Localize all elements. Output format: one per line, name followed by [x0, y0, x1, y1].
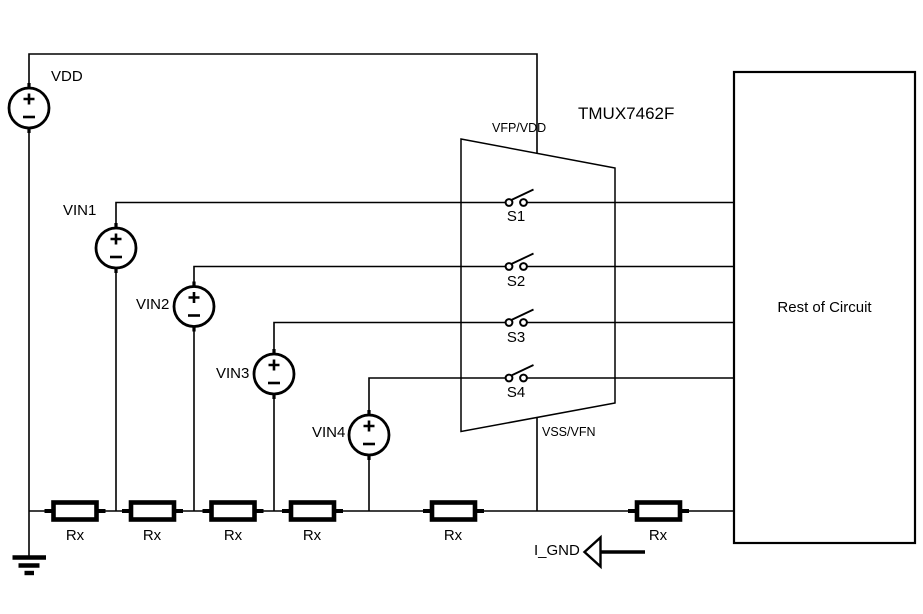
- resistor-4-label: Rx: [302, 527, 322, 544]
- switch-terminal: [519, 373, 528, 383]
- mux-bottom-pin-label: VSS/VFN: [542, 425, 596, 439]
- switch-terminal: [504, 198, 514, 207]
- source-circle: [172, 285, 216, 328]
- resistor-6-label: Rx: [648, 527, 668, 544]
- resistor-2-label: Rx: [142, 527, 162, 544]
- vin4-row-wire-left: [368, 377, 506, 415]
- vin3-row-wire-left: [273, 321, 506, 354]
- arrow-head-icon: [582, 534, 602, 570]
- resistor-body: [128, 500, 177, 522]
- resistor-1: [44, 500, 106, 522]
- vin2-label: VIN2: [136, 296, 170, 313]
- resistor-body: [209, 500, 257, 522]
- source-circle: [94, 226, 138, 270]
- source-circle: [347, 413, 391, 457]
- ground-symbol: [12, 555, 46, 576]
- vin1-row-wire-left: [115, 201, 506, 228]
- mux-switches: [504, 188, 534, 383]
- switch-terminal: [504, 318, 514, 327]
- switch-s4-label: S4: [506, 384, 526, 401]
- vin3-source: [252, 349, 296, 399]
- switch-s3: [504, 308, 534, 327]
- resistor-2: [122, 500, 183, 522]
- switch-terminal: [504, 262, 514, 271]
- plus-icon: [363, 420, 375, 432]
- source-circle: [7, 86, 51, 130]
- vin2-row-wire-left: [193, 265, 506, 287]
- vin1-source: [94, 223, 138, 273]
- switch-arm: [510, 364, 534, 377]
- switch-s1: [504, 188, 534, 207]
- switch-s2-label: S2: [506, 273, 526, 290]
- switch-s3-label: S3: [506, 329, 526, 346]
- resistor-1-label: Rx: [65, 527, 85, 544]
- resistor-body: [51, 500, 99, 522]
- load-box: [732, 70, 917, 545]
- switch-terminal: [519, 262, 528, 271]
- switch-terminal: [519, 198, 528, 207]
- mux-top-pin-label: VFP/VDD: [492, 121, 547, 135]
- vdd-label: VDD: [51, 68, 83, 85]
- switch-arm: [510, 308, 534, 321]
- switch-s4: [504, 364, 534, 383]
- vin3-label: VIN3: [216, 365, 250, 382]
- plus-icon: [188, 292, 200, 303]
- resistor-5: [423, 500, 484, 522]
- plus-icon: [23, 93, 35, 105]
- mux-part-number-label: TMUX7462F: [578, 104, 675, 123]
- resistor-body: [634, 500, 683, 522]
- vin1-label: VIN1: [63, 202, 97, 219]
- resistor-body: [288, 500, 337, 522]
- resistor-4: [282, 500, 343, 522]
- switch-s2: [504, 252, 534, 271]
- switch-arm: [510, 188, 534, 201]
- mux-body: [460, 138, 616, 433]
- ground-current-arrow: [582, 534, 645, 570]
- vdd-source: [7, 83, 51, 133]
- resistor-body: [429, 500, 478, 522]
- switch-terminal: [519, 318, 528, 327]
- vin4-source: [347, 410, 391, 460]
- voltage-sources: [7, 83, 391, 460]
- resistor-3: [202, 500, 264, 522]
- ground-current-label: I_GND: [534, 542, 580, 559]
- switch-terminal: [504, 373, 514, 383]
- plus-icon: [110, 233, 122, 245]
- plus-icon: [268, 359, 280, 371]
- switch-arm: [510, 252, 534, 265]
- switch-s1-label: S1: [506, 208, 526, 225]
- resistor-3-label: Rx: [223, 527, 243, 544]
- resistor-6: [628, 500, 689, 522]
- load-box-label: Rest of Circuit: [777, 299, 872, 316]
- resistor-5-label: Rx: [443, 527, 463, 544]
- wires: [28, 53, 734, 558]
- vin2-source: [172, 281, 216, 332]
- source-circle: [252, 352, 296, 396]
- vin4-label: VIN4: [312, 424, 346, 441]
- vdd-supply-wire: [28, 53, 538, 154]
- resistors-group: [44, 500, 689, 522]
